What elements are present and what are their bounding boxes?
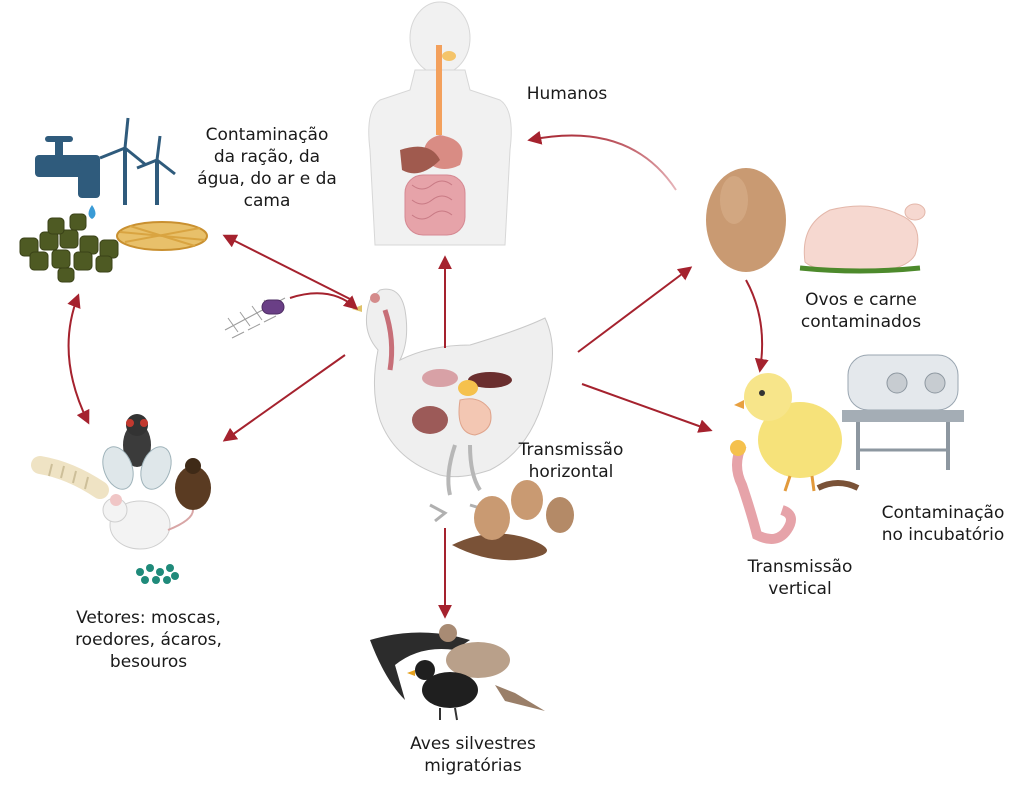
arrow-to-humans-curve [527,130,677,191]
incubator-icon [842,354,964,470]
wild-birds-label: Aves silvestres migratórias [410,734,536,776]
arrow-to-vectors [222,354,346,442]
arrow-to-feed [222,234,353,301]
larva-icon [31,456,109,499]
blackbird-icon [407,660,478,721]
egg-icon [452,480,574,561]
vectors-label: Vetores: moscas, roedores, ácaros, besou… [75,608,222,672]
feed-contamination-label: Contaminação da ração, da água, do ar e … [197,125,337,211]
arrow-bacteria-to-chicken [289,292,359,310]
fly-icon [102,414,172,490]
horizontal-transmission-label: Transmissão horizontal [518,440,624,482]
bacteria-icon [224,297,286,339]
wind-turbine-icon [99,117,176,205]
mites-icon [136,564,179,584]
chicken-icon [352,288,553,523]
human-body-icon [368,1,512,246]
arrow-to-chick [581,383,713,433]
arrow-egg-to-chick [745,279,769,373]
arrow-feed-vectors [67,293,90,425]
sparrow-icon [439,624,545,711]
beetle-icon [175,458,211,510]
raw-chicken-icon [799,203,926,274]
humans-label: Humanos [526,84,608,104]
chick-icon [730,373,860,544]
water-tap-icon [35,136,100,219]
vertical-transmission-label: Transmissão vertical [747,557,853,599]
egg-icon [706,168,786,272]
arrow-to-eggs [577,266,693,353]
eggs-meat-label: Ovos e carne contaminados [800,290,922,332]
arrows [67,130,769,619]
hatchery-contamination-label: Contaminação no incubatório [881,503,1005,545]
straw-icon [116,221,208,251]
swallow-icon [370,632,470,700]
feed-pellets-icon [19,213,119,283]
mouse-icon [102,494,194,550]
